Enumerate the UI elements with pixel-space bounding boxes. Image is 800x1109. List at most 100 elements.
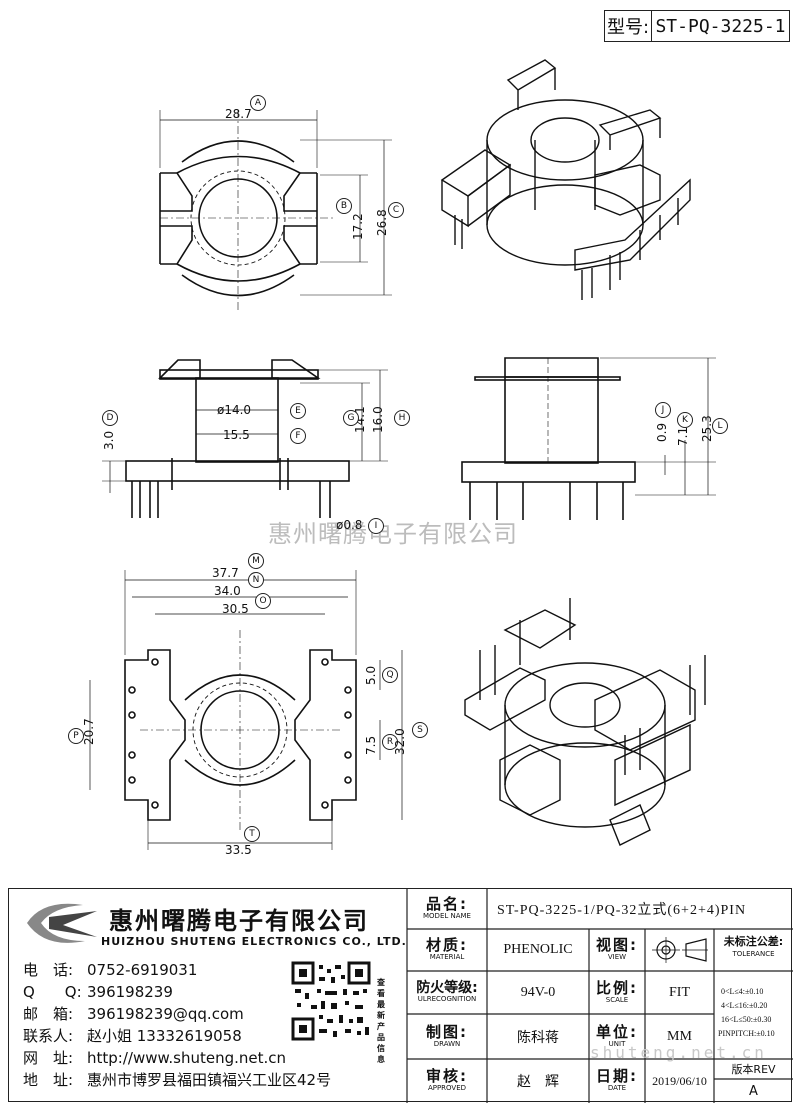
mark-d: D xyxy=(102,410,118,426)
contact-website: 网 址:http://www.shuteng.net.cn xyxy=(23,1047,286,1068)
revision-value: A xyxy=(749,1083,758,1099)
drawn-label-en: DRAWN xyxy=(433,1039,461,1048)
company-logo xyxy=(27,903,97,943)
contact-person: 联系人: 赵小姐 13332619058 xyxy=(23,1025,242,1046)
qr-caption: 查看最新产品信息 xyxy=(377,978,385,1064)
watermark-url: shuteng.net.cn xyxy=(590,1043,767,1062)
dim-a: 28.7 xyxy=(225,107,252,121)
date-value: 2019/06/10 xyxy=(652,1073,707,1088)
date-label-en: DATE xyxy=(607,1084,627,1093)
contact-address-value: 惠州市博罗县福田镇福兴工业区42号 xyxy=(87,1071,332,1089)
scale-label-en: SCALE xyxy=(605,995,629,1004)
dim-p: 20.7 xyxy=(82,718,96,745)
model-name-value: ST-PQ-3225-1/PQ-32立式(6+2+4)PIN xyxy=(497,903,747,918)
date-label: 日期: DATE xyxy=(589,1059,645,1103)
contact-person-label: 联系人: xyxy=(23,1027,74,1045)
contact-email: 邮 箱: 396198239@qq.com xyxy=(23,1003,244,1024)
company-name-en: HUIZHOU SHUTENG ELECTRONICS CO., LTD. xyxy=(101,935,407,948)
mark-p: P xyxy=(68,728,84,744)
model-label: 型号: xyxy=(605,11,652,41)
mark-i: I xyxy=(368,518,384,534)
unit-label-en: UNIT xyxy=(608,1039,626,1048)
unit-label: 单位: UNIT xyxy=(589,1014,645,1059)
dim-r: 7.5 xyxy=(364,735,378,755)
dim-m: 37.7 xyxy=(212,566,239,580)
model-name-label: 品名: MODEL NAME xyxy=(407,889,487,929)
mark-g: G xyxy=(343,410,359,426)
model-value: ST-PQ-3225-1 xyxy=(655,15,786,37)
date-label-cn: 日期: xyxy=(596,1067,638,1086)
dim-j: 0.9 xyxy=(655,422,669,442)
top-view xyxy=(159,110,392,310)
approved-label-cn: 审核: xyxy=(426,1067,468,1086)
material-label: 材质: MATERIAL xyxy=(407,929,487,971)
dim-i: ø0.8 xyxy=(336,518,363,532)
dim-q: 5.0 xyxy=(364,665,378,685)
scale-label-cn: 比例: xyxy=(596,978,638,997)
view-label: 视图: VIEW xyxy=(589,929,645,971)
bottom-view xyxy=(89,570,403,850)
mark-a: A xyxy=(250,95,266,111)
scale-label: 比例: SCALE xyxy=(589,971,645,1014)
dim-c: 26.8 xyxy=(375,209,389,236)
revision-label: 版本REV xyxy=(731,1063,776,1076)
flammability-value: 94V-0 xyxy=(520,984,556,1000)
unit-value: MM xyxy=(667,1028,692,1044)
mark-n: N xyxy=(248,572,264,588)
drawn-label-cn: 制图: xyxy=(426,1022,468,1041)
material-value: PHENOLIC xyxy=(503,942,573,957)
contact-address-label: 地 址: xyxy=(23,1071,74,1089)
technical-drawing xyxy=(89,59,716,850)
flammability-label-en: ULRECOGNITION xyxy=(417,995,477,1004)
dim-n: 34.0 xyxy=(214,584,241,598)
approved-value: 赵 辉 xyxy=(517,1074,559,1090)
title-block: 惠州曙腾电子有限公司 HUIZHOU SHUTENG ELECTRONICS C… xyxy=(8,888,793,1103)
drawn-value: 陈科蒋 xyxy=(517,1029,559,1046)
side-view xyxy=(102,359,388,518)
contact-qq-value: 396198239 xyxy=(87,983,173,1001)
dim-s: 32.0 xyxy=(393,728,407,755)
model-name-label-en: MODEL NAME xyxy=(423,912,471,921)
iso-view-bottom xyxy=(464,598,706,846)
mark-t: T xyxy=(244,826,260,842)
iso-view-top xyxy=(440,59,691,300)
tolerance-row-2: 4<L≤16:±0.20 xyxy=(721,1001,768,1010)
contact-phone-label: 电 话: xyxy=(23,961,74,979)
contact-phone: 电 话: 0752-6919031 xyxy=(23,959,197,980)
watermark: 惠州曙腾电子有限公司 xyxy=(268,520,518,548)
contact-email-label: 邮 箱: xyxy=(23,1005,74,1023)
contact-address: 地 址: 惠州市博罗县福田镇福兴工业区42号 xyxy=(23,1069,331,1090)
mark-s: S xyxy=(412,722,428,738)
material-label-cn: 材质: xyxy=(426,936,468,955)
mark-k: K xyxy=(677,412,693,428)
unit-label-cn: 单位: xyxy=(596,1022,638,1041)
tolerance-row-4: PINPITCH:±0.10 xyxy=(718,1029,775,1038)
contact-qq: Q Q: 396198239 xyxy=(23,981,173,1002)
dim-t: 33.5 xyxy=(225,843,252,857)
tolerance-row-1: 0<L≤4:±0.10 xyxy=(721,987,764,996)
contact-phone-value: 0752-6919031 xyxy=(87,961,198,979)
front-view xyxy=(461,357,716,520)
contact-email-value: 396198239@qq.com xyxy=(87,1005,244,1023)
contact-website-label: 网 址: xyxy=(23,1049,74,1067)
contact-qq-label: Q Q: xyxy=(23,983,82,1001)
projection-symbol xyxy=(645,929,714,971)
mark-o: O xyxy=(255,593,271,609)
dim-b: 17.2 xyxy=(351,213,365,240)
qr-code xyxy=(291,961,371,1041)
mark-f: F xyxy=(290,428,306,444)
model-header: 型号: ST-PQ-3225-1 xyxy=(604,10,790,42)
mark-e: E xyxy=(290,403,306,419)
mark-r: R xyxy=(382,734,398,750)
tolerance-row-3: 16<L≤50:±0.30 xyxy=(721,1015,772,1024)
contact-person-value: 赵小姐 13332619058 xyxy=(87,1027,242,1045)
dim-h: 16.0 xyxy=(371,406,385,433)
mark-h: H xyxy=(394,410,410,426)
approved-label: 审核: APPROVED xyxy=(407,1059,487,1103)
tolerance-title-en: TOLERANCE xyxy=(732,950,775,958)
view-label-cn: 视图: xyxy=(596,936,638,955)
dim-o: 30.5 xyxy=(222,602,249,616)
dim-k: 7.1 xyxy=(676,426,690,446)
mark-j: J xyxy=(655,402,671,418)
